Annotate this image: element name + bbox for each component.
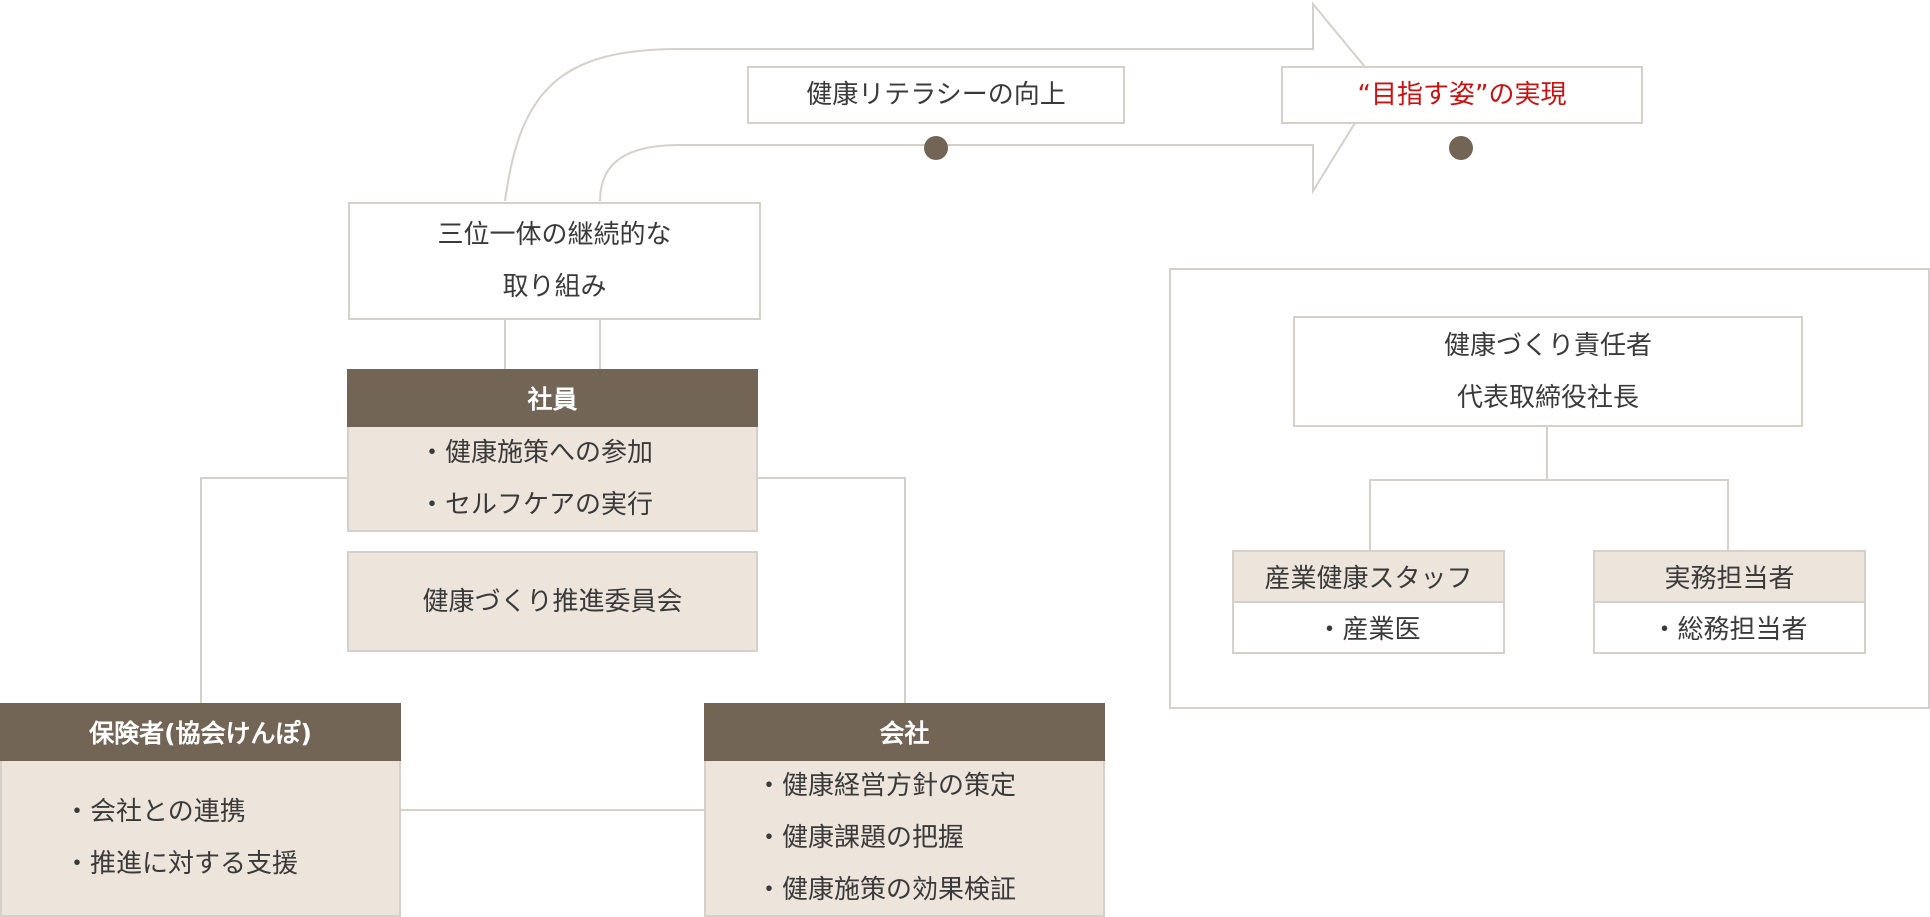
connector bbox=[1369, 479, 1729, 481]
connector bbox=[401, 809, 704, 811]
goal-box: “目指す姿”の実現 bbox=[1281, 66, 1643, 124]
connector bbox=[758, 477, 905, 479]
goal-label: “目指す姿”の実現 bbox=[1357, 80, 1567, 110]
list-item: ・健康施策への参加 bbox=[419, 437, 654, 468]
company-header: 会社 bbox=[704, 703, 1105, 761]
admin-title: 実務担当者 bbox=[1664, 564, 1795, 594]
trinity-box: 三位一体の継続的な 取り組み bbox=[348, 202, 761, 320]
committee-box: 健康づくり推進委員会 bbox=[347, 551, 758, 652]
connector bbox=[1369, 479, 1371, 550]
list-item: ・健康施策の効果検証 bbox=[756, 875, 1017, 905]
staff-title: 産業健康スタッフ bbox=[1264, 564, 1473, 594]
milestone-dot bbox=[1449, 136, 1473, 160]
list-item: ・総務担当者 bbox=[1651, 615, 1808, 645]
trinity-line: 三位一体の継続的な bbox=[437, 220, 672, 250]
connector bbox=[1727, 479, 1729, 550]
employees-header: 社員 bbox=[347, 369, 758, 427]
leader-box: 健康づくり責任者 代表取締役社長 bbox=[1293, 316, 1803, 427]
staff-body: ・産業医 bbox=[1232, 601, 1505, 654]
list-item: ・健康課題の把握 bbox=[756, 823, 965, 853]
connector bbox=[1546, 427, 1548, 480]
connector bbox=[504, 320, 506, 369]
company-body: ・健康経営方針の策定 ・健康課題の把握 ・健康施策の効果検証 bbox=[704, 761, 1105, 917]
admin-body: ・総務担当者 bbox=[1593, 601, 1866, 654]
admin-header: 実務担当者 bbox=[1593, 550, 1866, 603]
list-item: ・セルフケアの実行 bbox=[419, 489, 654, 520]
list-item: ・会社との連携 bbox=[64, 797, 246, 827]
insurer-header: 保険者(協会けんぽ) bbox=[0, 703, 401, 761]
leader-title: 代表取締役社長 bbox=[1456, 382, 1639, 413]
employees-body: ・健康施策への参加 ・セルフケアの実行 bbox=[347, 427, 758, 532]
literacy-box: 健康リテラシーの向上 bbox=[747, 66, 1125, 124]
list-item: ・推進に対する支援 bbox=[64, 849, 299, 879]
insurer-body: ・会社との連携 ・推進に対する支援 bbox=[0, 761, 401, 917]
connector bbox=[904, 477, 906, 703]
milestone-dot bbox=[924, 136, 948, 160]
literacy-label: 健康リテラシーの向上 bbox=[806, 80, 1066, 110]
connector bbox=[599, 320, 601, 369]
connector bbox=[200, 477, 202, 703]
trinity-line: 取り組み bbox=[502, 272, 607, 302]
list-item: ・産業医 bbox=[1316, 615, 1421, 645]
connector bbox=[201, 477, 347, 479]
staff-header: 産業健康スタッフ bbox=[1232, 550, 1505, 603]
committee-label: 健康づくり推進委員会 bbox=[422, 586, 683, 617]
leader-role: 健康づくり責任者 bbox=[1443, 330, 1652, 361]
list-item: ・健康経営方針の策定 bbox=[756, 771, 1017, 801]
